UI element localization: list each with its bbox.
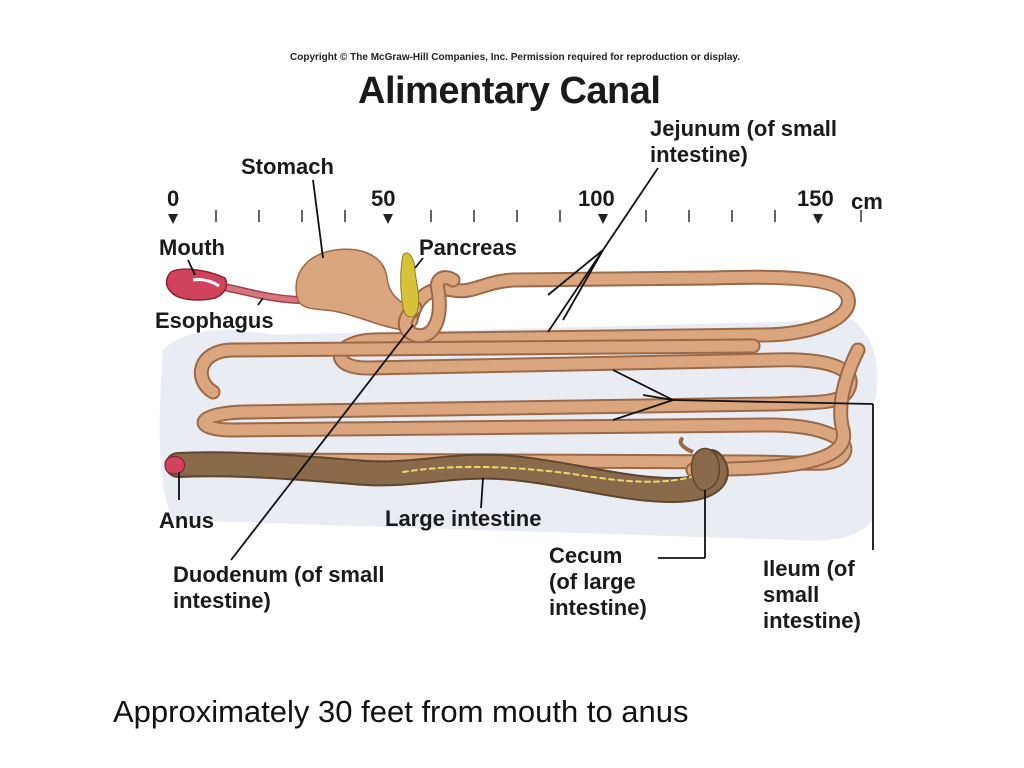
cecum-shape <box>690 447 720 491</box>
copyright-notice: Copyright © The McGraw-Hill Companies, I… <box>290 52 741 63</box>
scale-unit: cm <box>851 189 883 214</box>
label-stomach: Stomach <box>241 154 334 179</box>
scale-tick-100: 100 <box>578 186 615 211</box>
leader-lines <box>178 167 874 561</box>
figure-title: Alimentary Canal <box>358 70 661 112</box>
label-cecum: Cecum (of large intestine) <box>549 543 647 620</box>
scale-tick-50: 50 <box>371 186 396 211</box>
large-intestine-shape <box>165 449 729 504</box>
scale-tick-0: 0 <box>167 186 180 211</box>
label-anus: Anus <box>159 508 214 533</box>
label-duodenum: Duodenum (of small intestine) <box>173 562 385 613</box>
label-mouth: Mouth <box>159 235 225 260</box>
slide-caption: Approximately 30 feet from mouth to anus <box>113 694 689 729</box>
label-large-intestine: Large intestine <box>385 506 542 531</box>
label-pancreas: Pancreas <box>419 235 517 260</box>
scale-bar <box>172 210 862 222</box>
duodenum <box>397 270 461 344</box>
label-esophagus: Esophagus <box>155 308 274 333</box>
figure-drawing <box>159 167 878 561</box>
appendix <box>678 436 694 454</box>
small-intestine-row <box>193 338 761 400</box>
scale-tick-150: 150 <box>797 186 834 211</box>
anus-shape <box>164 455 186 475</box>
label-ileum: Ileum (of small intestine) <box>763 556 861 633</box>
pancreas-shape <box>400 252 420 318</box>
esophagus <box>214 282 302 304</box>
mouth-shape <box>165 268 228 301</box>
ileum-loops <box>685 342 866 478</box>
mouth-teeth <box>192 278 220 288</box>
alimentary-canal-figure: Copyright © The McGraw-Hill Companies, I… <box>153 50 888 657</box>
small-intestine <box>196 269 858 471</box>
scale-arrows <box>168 214 823 224</box>
label-jejunum: Jejunum (of small intestine) <box>650 116 838 167</box>
